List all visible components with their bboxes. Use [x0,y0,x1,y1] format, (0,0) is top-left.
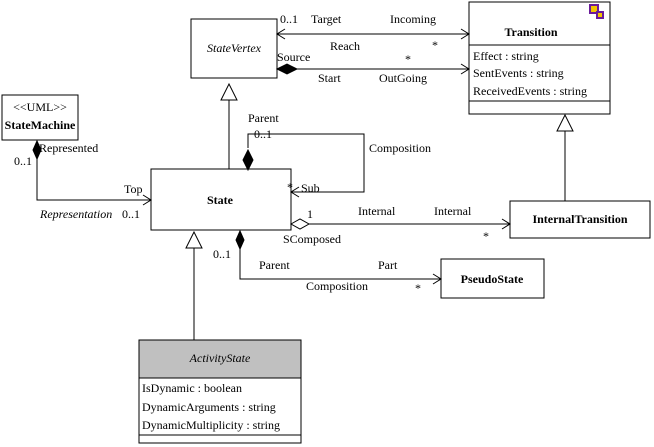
label-sub-mult: * [287,180,293,194]
label-internal-a: Internal [358,204,396,218]
assoc-state-machine-top[interactable] [32,139,152,206]
state-machine-name: StateMachine [5,118,76,132]
label-top-mult: 0..1 [122,207,140,221]
class-pseudo-state[interactable]: PseudoState [440,258,545,299]
label-source: Source [277,50,310,64]
label-target: Target [311,12,342,26]
label-represented-mult: 0..1 [14,154,32,168]
label-represented: Represented [39,141,98,155]
class-state[interactable]: State [150,168,292,231]
activity-state-attr-dynamic-multiplicity: DynamicMultiplicity : string [142,418,280,432]
transition-attr-received-events: ReceivedEvents : string [473,84,587,98]
label-pseudo-parent-mult: 0..1 [213,247,231,261]
state-name: State [207,193,234,207]
activity-state-name: ActivityState [189,351,251,365]
assoc-internal[interactable] [289,218,511,230]
label-reach: Reach [330,39,360,53]
label-scomposed: SComposed [283,232,341,246]
label-composition-pseudo: Composition [306,279,368,293]
label-parent-role: Parent [248,111,279,125]
state-vertex-name: StateVertex [207,41,262,55]
label-outgoing: OutGoing [379,71,427,85]
generalization-activity-to-state[interactable] [185,230,203,340]
self-composition-state[interactable] [242,133,365,198]
label-pseudo-parent: Parent [259,258,290,272]
internal-transition-name: InternalTransition [532,212,627,226]
generalization-state-to-state-vertex[interactable] [220,82,238,169]
class-internal-transition[interactable]: InternalTransition [509,200,651,239]
class-state-machine[interactable]: <<UML>> StateMachine [1,94,79,141]
assoc-source-outgoing[interactable] [275,63,470,75]
transition-attr-effect: Effect : string [473,49,539,63]
generalization-internal-to-transition[interactable] [556,113,574,201]
label-incoming-mult: * [432,38,438,52]
class-state-vertex[interactable]: StateVertex [190,18,278,79]
label-parent-mult: 0..1 [254,127,272,141]
label-composition-self: Composition [369,141,431,155]
label-incoming: Incoming [390,12,436,26]
label-target-mult: 0..1 [280,12,298,26]
class-transition[interactable]: Transition Effect : string SentEvents : … [468,1,611,115]
pseudo-state-name: PseudoState [461,272,524,286]
transition-attr-sent-events: SentEvents : string [473,66,564,80]
transition-name: Transition [504,25,557,39]
assoc-pseudo-composition[interactable] [235,229,442,285]
assoc-target-incoming[interactable] [276,28,470,40]
label-internal-b: Internal [434,204,472,218]
label-sub: Sub [301,181,320,195]
label-top: Top [124,182,143,196]
label-outgoing-mult: * [405,52,411,66]
label-internal-mult: * [483,229,489,243]
state-machine-stereotype: <<UML>> [13,100,67,114]
label-part: Part [378,258,398,272]
label-part-mult: * [415,281,421,295]
label-internal-owner-mult: 1 [307,207,313,221]
label-representation: Representation [39,207,112,221]
activity-state-attr-dynamic-arguments: DynamicArguments : string [142,400,276,414]
class-icon [589,4,604,19]
label-start: Start [318,71,341,85]
activity-state-attr-is-dynamic: IsDynamic : boolean [142,381,242,395]
class-activity-state[interactable]: ActivityState IsDynamic : boolean Dynami… [138,339,302,444]
